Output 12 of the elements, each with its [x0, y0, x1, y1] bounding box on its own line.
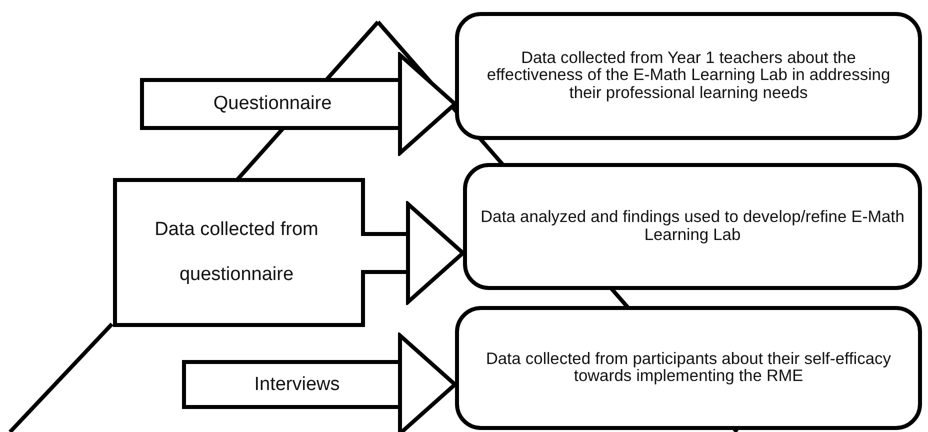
node-text: Interviews — [254, 374, 340, 394]
node-text: Data collected from participants about their self-efficacy towards implementing the RME — [484, 350, 892, 386]
node-text: Questionnaire — [213, 94, 332, 114]
block-arrow — [406, 202, 465, 304]
block-arrow — [398, 53, 457, 155]
node-text: Data analyzed and findings used to develop/refine E-Math Learning Lab — [480, 209, 906, 244]
node-text: Data collected from Year 1 teachers about the effectiveness of the E-Math Learning Lab in addressing their professional learning needs — [486, 50, 892, 102]
rounded-box — [455, 306, 922, 430]
block-arrow — [398, 334, 457, 432]
rounded-box — [455, 12, 922, 140]
node-text: Data collected from questionnaire — [154, 218, 320, 286]
rounded-box — [463, 163, 922, 290]
